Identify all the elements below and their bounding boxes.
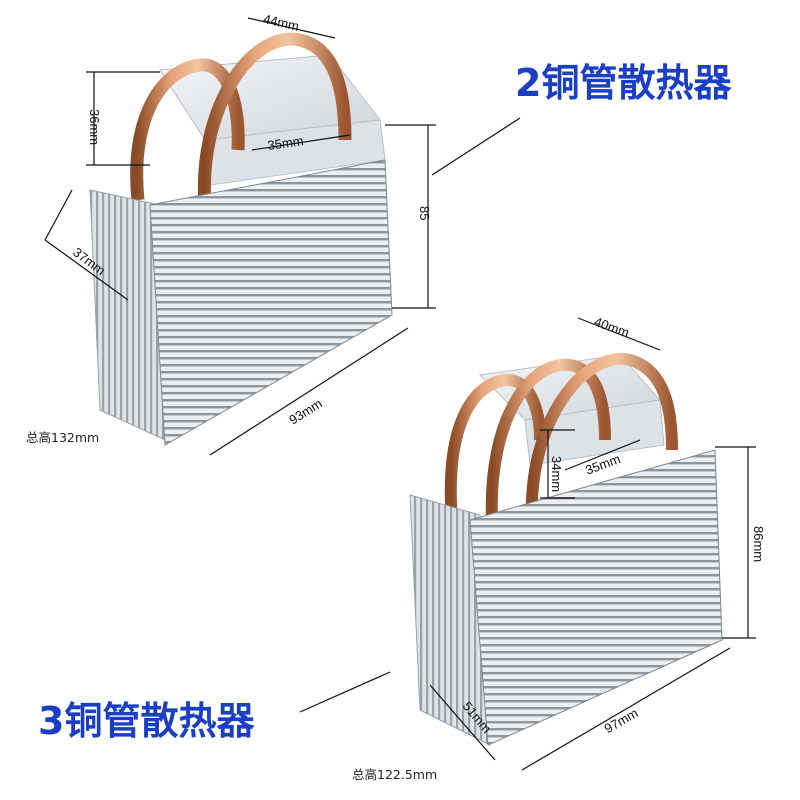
fin-stack-side [409, 494, 491, 746]
dim-top-width-3: 40mm [592, 314, 631, 340]
total-height-note-three-pipe: 总高122.5mm [352, 767, 438, 782]
dimensions-two-pipe [44, 17, 521, 456]
cooler-two-pipe [89, 32, 393, 446]
dim-height-3: 86mm [751, 526, 766, 562]
dim-top-height-2: 36mm [87, 109, 102, 145]
title-two-pipe-cooler: 2铜管散热器 [515, 61, 732, 105]
dim-top-height-3: 34mm [549, 456, 564, 492]
dimensions-three-pipe [299, 317, 756, 771]
fin-stack-front [149, 159, 393, 446]
dim-top-width-2: 44mm [262, 11, 301, 34]
heat-pipe [485, 358, 611, 521]
dim-inner-width-2: 35mm [267, 133, 305, 153]
dim-height-2: 85 [417, 206, 432, 220]
base-block-side [524, 399, 665, 466]
heat-pipe [130, 58, 245, 201]
heat-pipe [197, 32, 352, 206]
dim-width-2: 93mm [286, 396, 325, 428]
heat-pipe [444, 374, 546, 521]
cooler-three-pipe [409, 353, 723, 746]
total-height-note-two-pipe: 总高132mm [26, 430, 100, 445]
title-three-pipe-cooler: 3铜管散热器 [38, 699, 255, 743]
fin-stack-front [469, 449, 723, 746]
heat-pipe [525, 353, 678, 521]
dim-width-3: 97mm [602, 705, 641, 736]
